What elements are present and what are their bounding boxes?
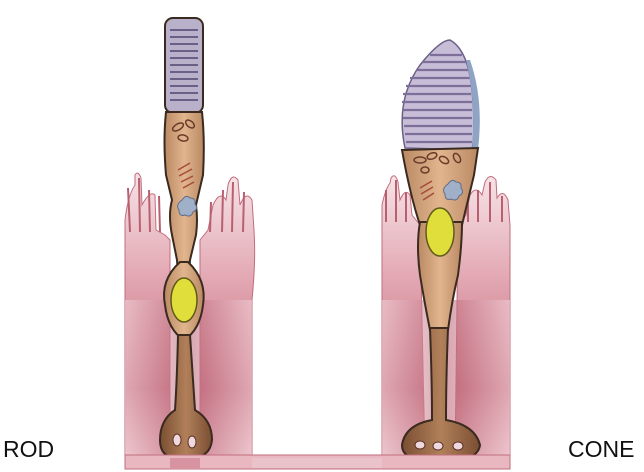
cone-outer-segment	[402, 40, 480, 150]
rod-nucleus	[171, 278, 197, 322]
basal-layer	[125, 455, 510, 469]
cone-cell	[382, 40, 510, 460]
cone-label: CONE	[568, 438, 634, 461]
rod-cell	[125, 18, 255, 460]
rod-outer-segment	[165, 18, 203, 113]
rod-label: ROD	[3, 438, 54, 461]
cone-nucleus	[426, 208, 454, 256]
